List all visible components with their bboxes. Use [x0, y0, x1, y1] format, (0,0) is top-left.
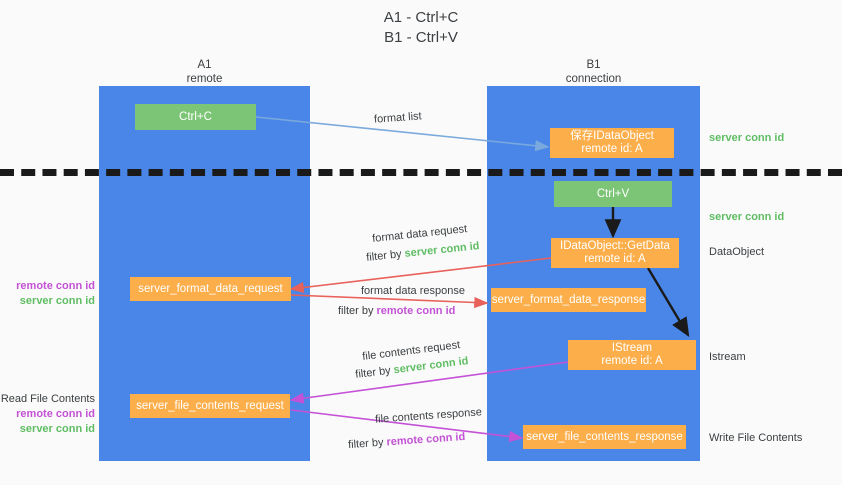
arrow-format-data-response	[290, 294, 489, 309]
left-label-read-file-contents: Read File Contents	[0, 393, 95, 405]
right-label-server-conn-id-top: server conn id	[709, 132, 785, 144]
left-label-server-conn-id-1: server conn id	[19, 295, 95, 307]
left-label-read-file-contents-group: Read File Contents remote conn id server…	[0, 392, 95, 437]
column-b1-name: B1	[586, 59, 601, 71]
divider-dashed-line	[0, 169, 842, 176]
column-header-a1: A1 remote	[99, 58, 310, 86]
title-line-1: A1 - Ctrl+C	[383, 9, 459, 26]
arrow-format-data-request	[289, 257, 552, 294]
arrow-file-contents-response	[290, 409, 524, 443]
box-idataobject-getdata[interactable]: IDataObject::GetData remote id: A	[551, 238, 679, 268]
column-a1-sub: remote	[186, 73, 223, 85]
column-a1-name: A1	[197, 59, 212, 71]
left-label-remote-conn-id-2: remote conn id	[16, 408, 95, 420]
left-label-remote-conn-id-1: remote conn id	[16, 280, 95, 292]
arrow-file-contents-request	[289, 361, 569, 404]
right-label-write-file-contents: Write File Contents	[709, 432, 803, 444]
box-ctrl-v-label: Ctrl+V	[596, 187, 630, 200]
box-save-idataobject[interactable]: 保存IDataObject remote id: A	[550, 128, 674, 158]
box-server-format-data-response-label: server_format_data_response	[491, 293, 646, 306]
box-save-idataobject-line1: 保存IDataObject	[570, 130, 654, 142]
box-istream-line1: IStream	[611, 342, 653, 354]
filter-value-remote-conn-id: remote conn id	[376, 305, 456, 317]
box-server-file-contents-request[interactable]: server_file_contents_request	[130, 394, 290, 418]
left-label-server-conn-id-2: server conn id	[19, 423, 95, 435]
label-format-data-response-filter: filter by remote conn id	[338, 304, 455, 318]
box-server-format-data-response[interactable]: server_format_data_response	[491, 288, 646, 312]
box-getdata-line2: remote id: A	[584, 253, 646, 265]
box-getdata-line1: IDataObject::GetData	[560, 240, 670, 252]
column-b1-sub: connection	[565, 73, 622, 85]
box-server-format-data-request[interactable]: server_format_data_request	[130, 277, 291, 301]
box-server-file-contents-response-label: server_file_contents_response	[526, 430, 683, 443]
box-save-idataobject-line2: remote id: A	[581, 143, 643, 155]
left-label-conn-ids-upper: remote conn id server conn id	[0, 279, 95, 309]
box-istream-line2: remote id: A	[601, 355, 663, 367]
box-server-file-contents-request-label: server_file_contents_request	[136, 399, 284, 412]
box-ctrl-v[interactable]: Ctrl+V	[554, 181, 672, 207]
title-line-2: B1 - Ctrl+V	[384, 29, 458, 46]
label-format-data-response: format data response	[361, 285, 465, 297]
arrow-getdata-to-istream	[646, 267, 690, 338]
box-ctrl-c-label: Ctrl+C	[179, 110, 212, 123]
filter-prefix: filter by	[347, 436, 387, 452]
diagram-title: A1 - Ctrl+C B1 - Ctrl+V	[0, 8, 842, 48]
box-server-format-data-request-label: server_format_data_request	[138, 282, 283, 295]
column-header-b1: B1 connection	[487, 58, 700, 86]
filter-prefix: filter by	[338, 305, 377, 317]
box-ctrl-c[interactable]: Ctrl+C	[135, 104, 256, 130]
arrow-format-list	[255, 116, 550, 152]
right-label-istream: Istream	[709, 351, 746, 363]
right-label-dataobject: DataObject	[709, 246, 765, 258]
right-label-server-conn-id-second: server conn id	[709, 211, 785, 223]
box-istream[interactable]: IStream remote id: A	[568, 340, 696, 370]
box-server-file-contents-response[interactable]: server_file_contents_response	[523, 425, 686, 449]
